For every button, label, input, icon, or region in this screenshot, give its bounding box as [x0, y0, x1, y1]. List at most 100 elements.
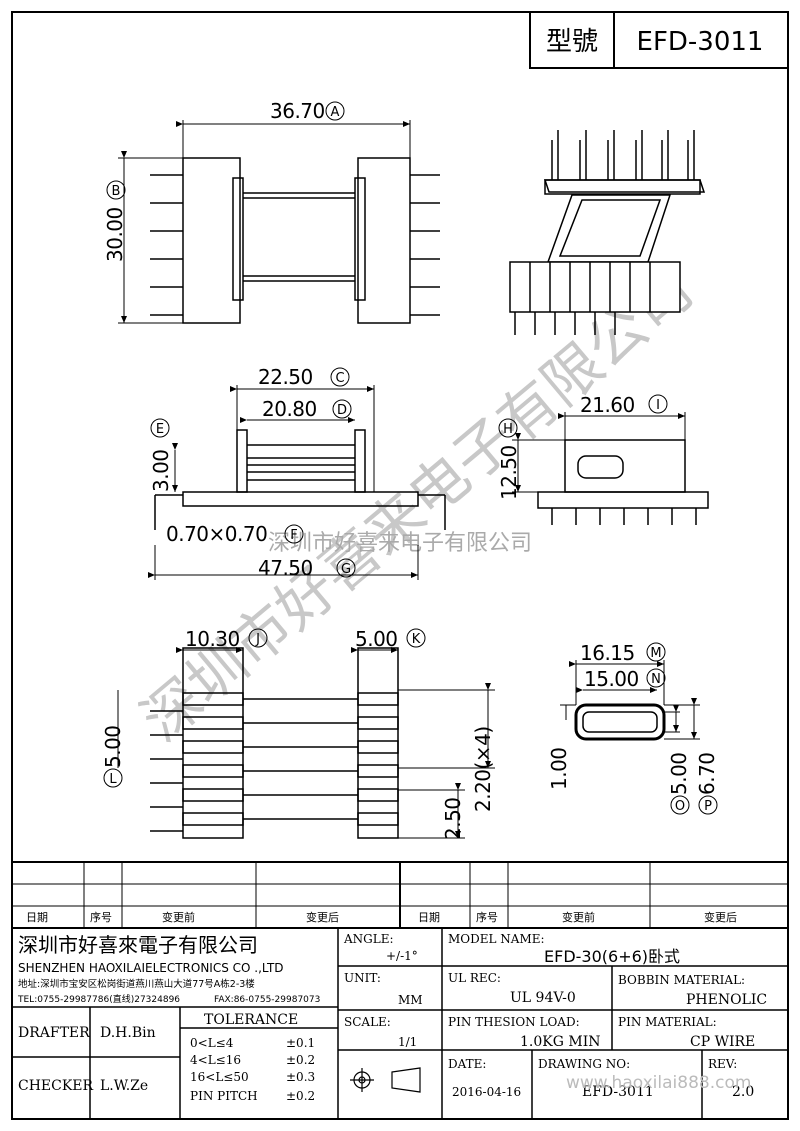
pin-material-value: CP WIRE — [690, 1034, 755, 1050]
dim-n-value: 15.00 — [584, 667, 639, 691]
dim-m-marker — [646, 642, 666, 662]
dim-j-marker — [248, 628, 268, 648]
dim-f-letter: F — [290, 528, 297, 543]
dim-j-letter: J — [255, 632, 260, 647]
watermark-small: 深圳市好喜来电子有限公司 — [268, 531, 532, 556]
dim-i-letter: I — [656, 398, 660, 413]
website-watermark: www.haoxilai888.com — [566, 1073, 751, 1093]
dim-k-letter: K — [412, 632, 421, 647]
front-view — [148, 385, 446, 580]
model-label: MODEL NAME: — [448, 932, 545, 946]
dim-k-marker — [406, 628, 426, 648]
dim-k-value: 5.00 — [355, 627, 398, 651]
tolerance-range-2: 16<L≤50 — [190, 1070, 249, 1084]
dim-i-marker — [648, 394, 668, 414]
tolerance-range-3: PIN PITCH — [190, 1089, 258, 1103]
rev-header-before-2: 变更前 — [562, 910, 595, 924]
dim-j-value: 10.30 — [185, 627, 240, 651]
dim-e-value: 3.00 — [149, 449, 173, 492]
dim-l-value: 5.00 — [101, 725, 125, 768]
dim-n-letter: N — [651, 672, 661, 687]
dim-a-letter: A — [331, 105, 340, 120]
dim-m-value: 16.15 — [580, 641, 635, 665]
title-label: 型號 — [546, 27, 598, 57]
bobbin-label: BOBBIN MATERIAL: — [618, 973, 745, 987]
dim-pin250-value: 2.50 — [441, 797, 465, 840]
tolerance-range-0: 0<L≤4 — [190, 1036, 234, 1050]
tolerance-title: TOLERANCE — [204, 1012, 298, 1028]
date-label: DATE: — [448, 1057, 486, 1071]
unit-label: UNIT: — [344, 971, 381, 985]
isometric-view — [509, 130, 706, 335]
rev-header-before-1: 变更前 — [162, 910, 195, 924]
load-label: PIN THESION LOAD: — [448, 1015, 580, 1029]
dim-o-letter: O — [675, 799, 685, 814]
dim-l-letter: L — [109, 772, 117, 787]
dim-f-value: 0.70×0.70 — [166, 522, 267, 546]
bobbin-value: PHENOLIC — [686, 992, 767, 1008]
dim-c-value: 22.50 — [258, 365, 313, 389]
dim-pitch-value: 2.20(×4) — [471, 726, 495, 812]
tolerance-value-2: ±0.3 — [286, 1070, 315, 1084]
rev-header-seq-1: 序号 — [90, 910, 112, 924]
dim-o-value: 5.00 — [667, 752, 691, 795]
drawing-label: DRAWING NO: — [538, 1057, 630, 1071]
dim-a-marker — [325, 101, 345, 121]
dim-c-letter: C — [335, 371, 344, 386]
company-fax: FAX:86-0755-29987073 — [214, 995, 320, 1005]
checker-name: L.W.Ze — [100, 1078, 148, 1094]
load-value: 1.0KG MIN — [520, 1034, 600, 1050]
model-value: EFD-30(6+6)卧式 — [544, 947, 680, 966]
dim-d-marker — [332, 399, 352, 419]
company-address: 地址:深圳市宝安区松岗街道燕川燕山大道77号A栋2-3楼 — [18, 978, 255, 990]
dim-p-marker — [698, 795, 718, 815]
pin-material-label: PIN MATERIAL: — [618, 1015, 717, 1029]
dim-h-letter: H — [503, 422, 513, 437]
dim-b-value: 30.00 — [103, 207, 127, 262]
tolerance-value-1: ±0.2 — [286, 1053, 315, 1067]
dim-n-marker — [646, 668, 666, 688]
dim-a-value: 36.70 — [270, 99, 325, 123]
tolerance-value-0: ±0.1 — [286, 1036, 315, 1050]
checker-label: CHECKER — [18, 1078, 94, 1094]
company-tel: TEL:0755-29987786(直线)27324896 — [17, 993, 180, 1005]
title-model: EFD-3011 — [637, 27, 764, 57]
drawing-value: EFD-3011 — [582, 1084, 654, 1100]
top-view — [118, 120, 440, 324]
dim-h-value: 12.50 — [497, 445, 521, 500]
tolerance-range-1: 4<L≤16 — [190, 1053, 241, 1067]
dim-c-marker — [330, 367, 350, 387]
dim-p-letter: P — [704, 799, 712, 814]
dim-p-value: 6.70 — [695, 752, 719, 795]
dim-d-value: 20.80 — [262, 397, 317, 421]
sheet-border — [11, 11, 789, 1120]
dim-h-marker — [498, 418, 518, 438]
dim-f-marker — [284, 524, 304, 544]
side-view — [512, 412, 709, 525]
dim-o-marker — [670, 795, 690, 815]
pin-view — [117, 647, 495, 839]
rev-value: 2.0 — [732, 1084, 754, 1100]
rev-header-date-1: 日期 — [26, 911, 48, 924]
ul-value: UL 94V-0 — [510, 990, 576, 1006]
rev-label: REV: — [708, 1057, 737, 1071]
dim-g-letter: G — [341, 562, 351, 577]
rev-header-date-2: 日期 — [418, 911, 440, 924]
scale-label: SCALE: — [344, 1015, 391, 1029]
drafter-name: D.H.Bin — [100, 1025, 156, 1041]
scale-value: 1/1 — [398, 1035, 417, 1049]
dim-g-value: 47.50 — [258, 556, 313, 580]
unit-value: MM — [398, 993, 423, 1007]
dim-g-marker — [336, 558, 356, 578]
dim-e-marker — [150, 418, 170, 438]
dim-e-letter: E — [156, 422, 164, 437]
rev-header-after-2: 变更后 — [704, 910, 737, 924]
ul-label: UL REC: — [448, 971, 501, 985]
company-name-cn: 深圳市好喜來電子有限公司 — [18, 933, 258, 957]
rev-header-seq-2: 序号 — [476, 910, 498, 924]
title-block: 型號 EFD-3011 — [529, 11, 789, 69]
dim-d-letter: D — [337, 403, 347, 418]
dim-i-value: 21.60 — [580, 393, 635, 417]
